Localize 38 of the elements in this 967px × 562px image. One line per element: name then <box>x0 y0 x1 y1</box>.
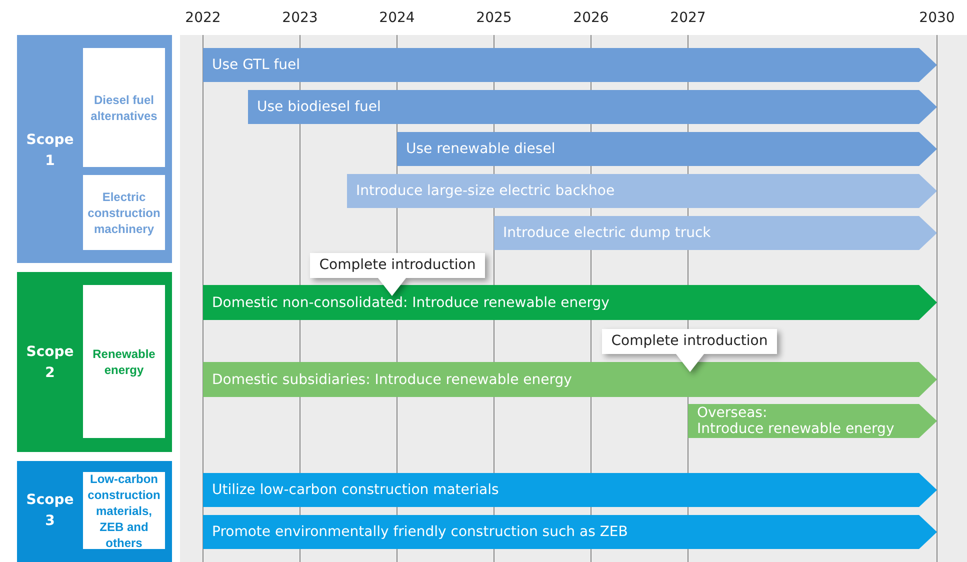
year-label: 2022 <box>185 10 221 26</box>
year-label: 2026 <box>573 10 609 26</box>
bar-text: Introduce renewable energy <box>697 421 896 437</box>
scope-band <box>17 35 172 263</box>
timeline-bar <box>688 404 937 438</box>
bar-text: Promote environmentally friendly construction such as ZEB <box>212 524 629 540</box>
bar-text: Use biodiesel fuel <box>257 99 382 115</box>
timeline-bar <box>203 285 937 320</box>
timeline-bar <box>248 90 937 124</box>
year-label: 2027 <box>670 10 706 26</box>
timeline-bar <box>203 473 937 507</box>
year-label: 2023 <box>282 10 318 26</box>
category-box: Low-carbon construction materials, ZEB and others <box>83 472 165 549</box>
scope-label: Scope 3 <box>25 491 75 531</box>
timeline-bar <box>397 132 937 166</box>
year-label: 2030 <box>919 10 955 26</box>
scope-band <box>17 272 172 452</box>
bar-text: Use GTL fuel <box>212 57 302 73</box>
timeline-bar <box>203 48 937 82</box>
scope-label: Scope 1 <box>25 131 75 171</box>
timeline-bar <box>203 362 937 397</box>
year-label: 2025 <box>476 10 512 26</box>
bar-text: Domestic non-consolidated: Introduce renewable energy <box>212 294 610 310</box>
bar-text: Introduce large-size electric backhoe <box>356 183 616 199</box>
bar-text: Utilize low-carbon construction materials <box>212 482 500 498</box>
bar-text: Overseas: <box>697 405 768 421</box>
bar-text: Domestic subsidiaries: Introduce renewable energy <box>212 372 573 388</box>
bar-text: Use renewable diesel <box>406 141 556 157</box>
timeline-bar <box>347 174 937 208</box>
timeline-bar <box>203 515 937 549</box>
scope-label: Scope 2 <box>25 343 75 383</box>
category-box: Electric construction machinery <box>83 175 165 250</box>
category-box: Renewable energy <box>83 285 165 438</box>
scope-band <box>17 461 172 562</box>
timeline-bar <box>494 216 937 250</box>
category-box: Diesel fuel alternatives <box>83 48 165 167</box>
bar-text: Introduce electric dump truck <box>503 225 712 241</box>
year-label: 2024 <box>379 10 415 26</box>
